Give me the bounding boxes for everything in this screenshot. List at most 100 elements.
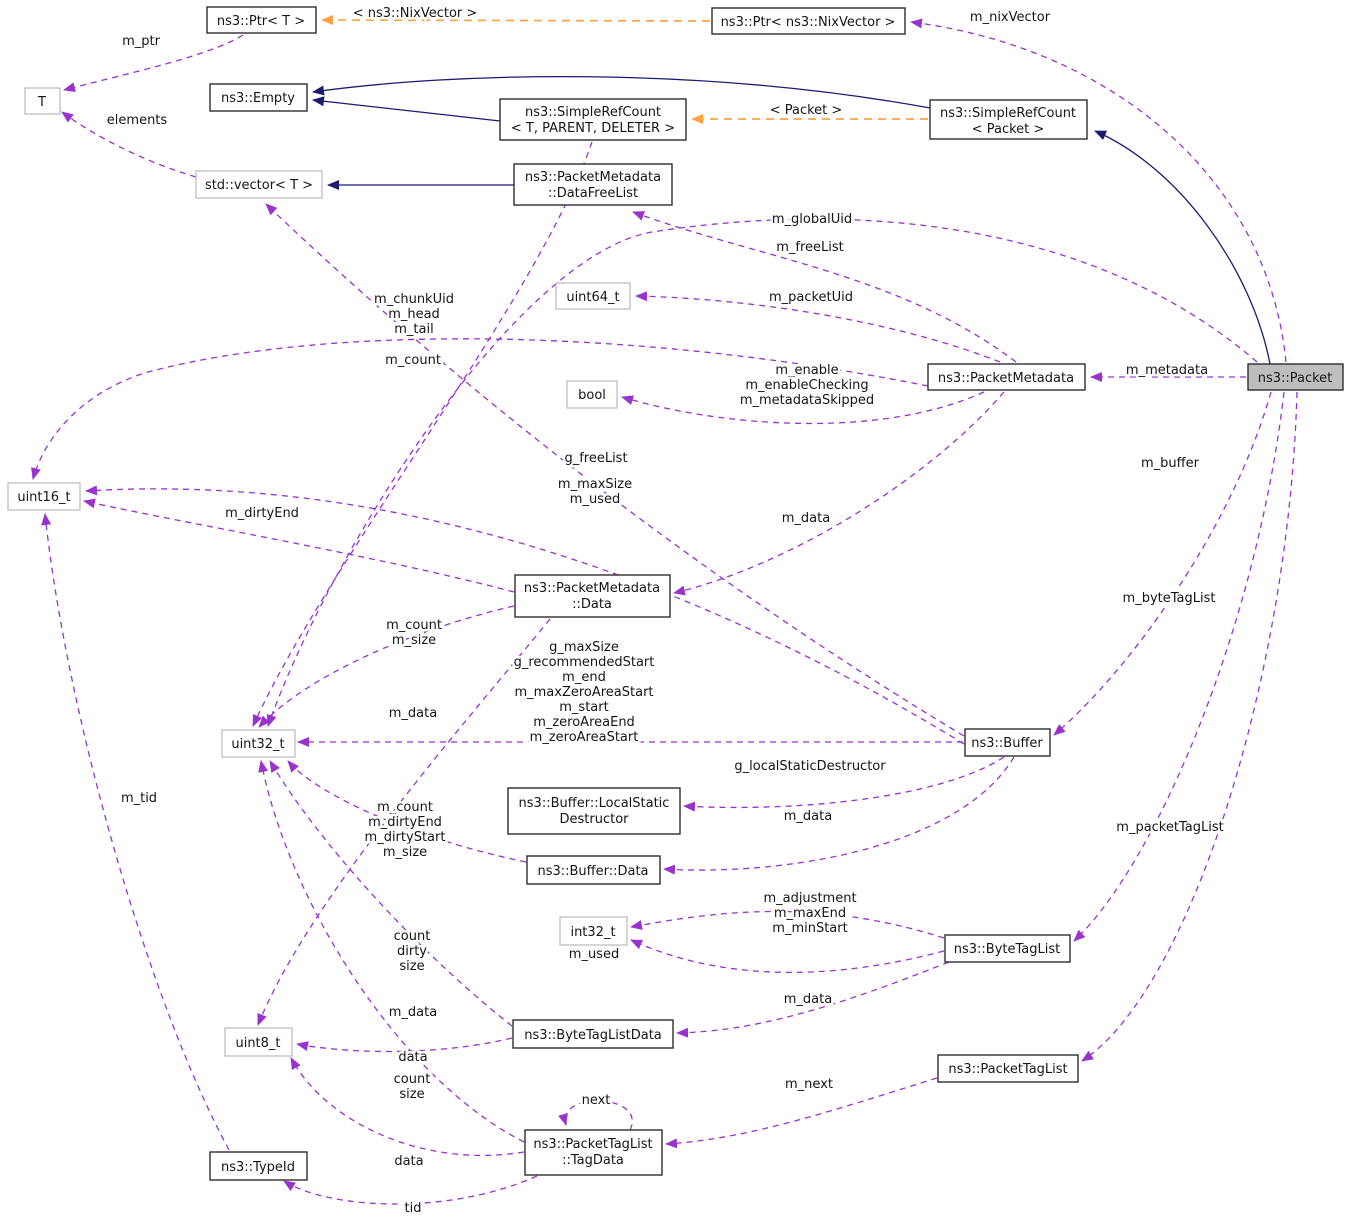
svg-text:uint8_t: uint8_t bbox=[235, 1036, 280, 1051]
svg-text:m_zeroAreaEnd: m_zeroAreaEnd bbox=[533, 715, 635, 730]
edge-label-buffer-uint32-fields: g_maxSize g_recommendedStart m_end m_max… bbox=[511, 638, 657, 748]
svg-text:m_size: m_size bbox=[392, 633, 436, 648]
node-bytetaglist[interactable]: ns3::ByteTagList bbox=[944, 934, 1071, 963]
svg-text:::TagData: ::TagData bbox=[562, 1153, 624, 1168]
svg-text:ns3::PacketTagList: ns3::PacketTagList bbox=[533, 1137, 652, 1152]
edge-m-globaluid bbox=[266, 218, 1258, 727]
svg-text:m_enableChecking: m_enableChecking bbox=[745, 378, 868, 393]
edge-count-size-tagdata bbox=[258, 760, 525, 1143]
edge-label-m-tid: m_tid bbox=[121, 791, 157, 806]
node-datafreelist[interactable]: ns3::PacketMetadata ::DataFreeList bbox=[513, 163, 673, 206]
edge-label-chunkuid-head-tail: m_chunkUid m_head m_tail bbox=[372, 290, 457, 340]
edge-template-ptr-nixvector bbox=[321, 15, 711, 26]
svg-text:ns3::Buffer: ns3::Buffer bbox=[971, 736, 1043, 751]
node-buffer-data[interactable]: ns3::Buffer::Data bbox=[526, 855, 661, 885]
svg-text:ns3::PacketMetadata: ns3::PacketMetadata bbox=[938, 371, 1074, 386]
edge-data-btld-uint8 bbox=[296, 1037, 513, 1053]
node-packetmetadata[interactable]: ns3::PacketMetadata bbox=[927, 363, 1086, 391]
edge-label-m-globaluid: m_globalUid bbox=[772, 212, 852, 227]
node-packetmetadata-data[interactable]: ns3::PacketMetadata ::Data bbox=[514, 574, 671, 618]
edge-bufferdata-uint32-fields bbox=[287, 760, 527, 863]
svg-text:m_head: m_head bbox=[388, 307, 440, 322]
edge-label-enable-flags: m_enable m_enableChecking m_metadataSkip… bbox=[737, 361, 876, 411]
edge-label-m-data-btl: m_data bbox=[784, 992, 832, 1007]
node-ptr-nixvector[interactable]: ns3::Ptr< ns3::NixVector > bbox=[711, 7, 906, 35]
svg-text:ns3::Packet: ns3::Packet bbox=[1258, 371, 1333, 386]
edge-m-used-bytetaglist bbox=[630, 939, 945, 974]
node-packettaglist-tagdata[interactable]: ns3::PacketTagList ::TagData bbox=[524, 1129, 663, 1176]
node-int32-t[interactable]: int32_t bbox=[559, 916, 628, 946]
node-packet[interactable]: ns3::Packet bbox=[1247, 363, 1344, 391]
node-simplerefcount-tpl[interactable]: ns3::SimpleRefCount < T, PARENT, DELETER… bbox=[499, 98, 687, 141]
node-empty[interactable]: ns3::Empty bbox=[209, 83, 308, 112]
edge-packet-inherits-simplerefcount-packet bbox=[1094, 130, 1271, 365]
svg-text:m_maxEnd: m_maxEnd bbox=[774, 906, 846, 921]
svg-text:m_used: m_used bbox=[570, 492, 620, 507]
svg-text:m_enable: m_enable bbox=[775, 363, 838, 378]
edge-label-m-dirtyend: m_dirtyEnd bbox=[225, 506, 299, 521]
edge-label-m-data-pmdata: m_data bbox=[389, 706, 437, 721]
svg-text:m_start: m_start bbox=[559, 700, 608, 715]
svg-text:m_dirtyStart: m_dirtyStart bbox=[365, 830, 446, 845]
edge-m-nixvector bbox=[910, 18, 1287, 363]
node-uint64-t[interactable]: uint64_t bbox=[555, 282, 631, 310]
svg-text:m_dirtyEnd: m_dirtyEnd bbox=[368, 815, 442, 830]
edge-elements bbox=[61, 111, 197, 178]
svg-text:std::vector< T >: std::vector< T > bbox=[205, 178, 313, 193]
node-typeid[interactable]: ns3::TypeId bbox=[209, 1151, 308, 1181]
svg-text:m_count: m_count bbox=[377, 800, 433, 815]
node-buffer[interactable]: ns3::Buffer bbox=[964, 728, 1051, 757]
svg-text:ns3::Ptr< T >: ns3::Ptr< T > bbox=[217, 14, 305, 29]
svg-text:m_adjustment: m_adjustment bbox=[763, 891, 856, 906]
edge-m-buffer bbox=[1053, 391, 1272, 736]
edge-m-data-pmdata-uint8 bbox=[257, 618, 551, 1026]
edge-m-maxsize-used bbox=[85, 485, 965, 745]
svg-text:g_recommendedStart: g_recommendedStart bbox=[514, 655, 655, 670]
node-uint32-t[interactable]: uint32_t bbox=[221, 729, 296, 758]
node-bool[interactable]: bool bbox=[566, 380, 618, 409]
svg-text:m_end: m_end bbox=[562, 670, 606, 685]
node-uint8-t[interactable]: uint8_t bbox=[224, 1027, 293, 1057]
svg-text:m_size: m_size bbox=[383, 845, 427, 860]
edge-next-selfloop bbox=[558, 1100, 633, 1131]
edge-label-data-tagdata: data bbox=[394, 1154, 423, 1169]
edge-label-adjustment: m_adjustment m_maxEnd m_minStart bbox=[761, 889, 859, 939]
svg-text:ns3::Empty: ns3::Empty bbox=[221, 91, 295, 106]
svg-text:count: count bbox=[394, 929, 431, 944]
edge-label-m-buffer: m_buffer bbox=[1141, 456, 1200, 471]
node-simplerefcount-packet[interactable]: ns3::SimpleRefCount < Packet > bbox=[929, 99, 1088, 140]
edge-m-freelist bbox=[632, 211, 1017, 363]
svg-text:uint16_t: uint16_t bbox=[17, 490, 70, 505]
edge-label-data-btld: data bbox=[398, 1050, 427, 1065]
edge-simplerefcount-packet-inherits-empty bbox=[312, 75, 931, 109]
svg-text:uint64_t: uint64_t bbox=[566, 290, 619, 305]
node-t[interactable]: T bbox=[24, 87, 61, 115]
node-buffer-localstaticdestructor[interactable]: ns3::Buffer::LocalStatic Destructor bbox=[507, 787, 681, 835]
edge-m-adjustment-maxend-minstart bbox=[630, 910, 945, 939]
node-uint16-t[interactable]: uint16_t bbox=[7, 482, 81, 511]
node-bytetaglistdata[interactable]: ns3::ByteTagListData bbox=[512, 1019, 674, 1049]
svg-text:ns3::ByteTagList: ns3::ByteTagList bbox=[954, 942, 1060, 957]
node-ptr-t[interactable]: ns3::Ptr< T > bbox=[206, 6, 317, 34]
edge-label-g-localstaticdestructor: g_localStaticDestructor bbox=[734, 759, 886, 774]
svg-text:m_minStart: m_minStart bbox=[772, 921, 847, 936]
svg-text:m_chunkUid: m_chunkUid bbox=[374, 292, 454, 307]
edge-tid bbox=[283, 1175, 538, 1205]
edge-label-m-nixvector: m_nixVector bbox=[970, 10, 1051, 25]
edge-label-m-data-pm: m_data bbox=[782, 511, 830, 526]
svg-text:uint32_t: uint32_t bbox=[231, 737, 284, 752]
edge-m-bytetaglist bbox=[1073, 391, 1285, 942]
edge-label-next: next bbox=[582, 1093, 611, 1108]
edge-g-localstaticdestructor bbox=[683, 756, 1005, 812]
node-std-vector[interactable]: std::vector< T > bbox=[195, 170, 323, 199]
edge-m-data-bytetaglist bbox=[676, 961, 950, 1038]
edge-label-m-bytetaglist: m_byteTagList bbox=[1123, 591, 1216, 606]
edge-label-m-freelist: m_freeList bbox=[776, 240, 844, 255]
svg-text:ns3::SimpleRefCount: ns3::SimpleRefCount bbox=[940, 106, 1076, 121]
svg-text:size: size bbox=[399, 959, 424, 974]
svg-text:dirty: dirty bbox=[397, 944, 427, 959]
edge-label-elements: elements bbox=[107, 113, 168, 128]
node-packettaglist[interactable]: ns3::PacketTagList bbox=[937, 1054, 1079, 1083]
